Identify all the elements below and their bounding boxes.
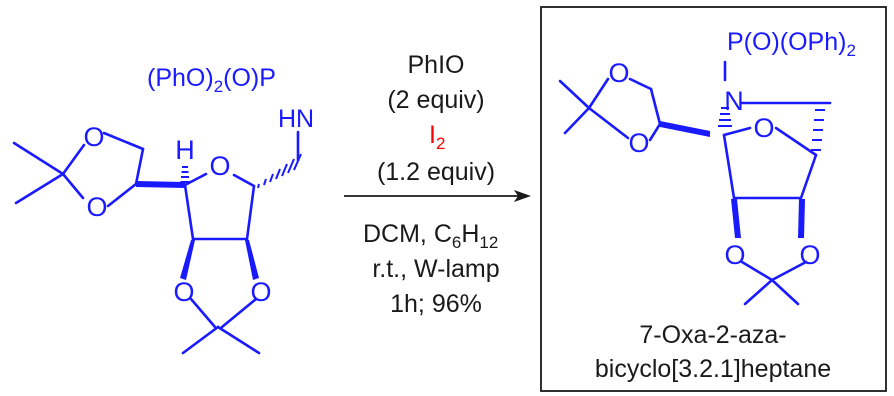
reactant-o-dioxolane-bottom: O <box>86 192 107 222</box>
conditions-above: PhIO (2 equiv) I2 (1.2 equiv) <box>377 51 495 186</box>
product-n-label: N <box>724 86 744 116</box>
reaction-arrow <box>344 190 531 202</box>
reagent-phio: PhIO <box>408 51 465 79</box>
reagent-iodine-amount: (1.2 equiv) <box>377 158 495 186</box>
reactant-o-dioxolane-top: O <box>83 122 104 152</box>
h-hash-wedge <box>180 166 190 183</box>
reactant-o-acetonide-left: O <box>173 277 194 307</box>
product-o-dioxolane-top: O <box>608 58 629 88</box>
conditions-below: DCM, C6H12 r.t., W-lamp 1h; 96% <box>363 220 500 318</box>
ch2-hash-wedge <box>257 153 302 189</box>
time-yield-label: 1h; 96% <box>390 290 482 318</box>
reactant-o-furanose: O <box>209 151 230 181</box>
product-o-acetonide-right: O <box>799 240 820 270</box>
reagent-phio-amount: (2 equiv) <box>387 86 484 114</box>
reactant-phosphoramidate: (PhO)2(O)P <box>147 64 276 96</box>
product-o-dioxolane-bottom: O <box>628 128 649 158</box>
product-o-acetonide-left: O <box>724 240 745 270</box>
reagent-iodine: I2 <box>429 121 445 153</box>
bridge-hash <box>811 109 825 151</box>
reactant-o-acetonide-right: O <box>250 277 271 307</box>
reactant-structure: O O H O O O HN (PhO)2(O)P <box>12 64 314 355</box>
reactant-nh-label: HN <box>278 105 314 133</box>
reactant-h-label: H <box>175 135 195 165</box>
product-caption-line2: bicyclo[3.2.1]heptane <box>595 355 831 383</box>
product-caption-line1: 7-Oxa-2-aza- <box>639 321 786 349</box>
product-o-bridge: O <box>753 113 774 143</box>
solvent-label: DCM, C6H12 <box>363 220 498 252</box>
product-structure: P(O)(OPh)2 N O O O O O <box>558 28 856 306</box>
n-c-hash-wedge <box>718 107 732 127</box>
product-box <box>540 6 887 392</box>
temperature-lamp-label: r.t., W-lamp <box>372 255 499 283</box>
product-phosphoryl: P(O)(OPh)2 <box>727 28 856 60</box>
